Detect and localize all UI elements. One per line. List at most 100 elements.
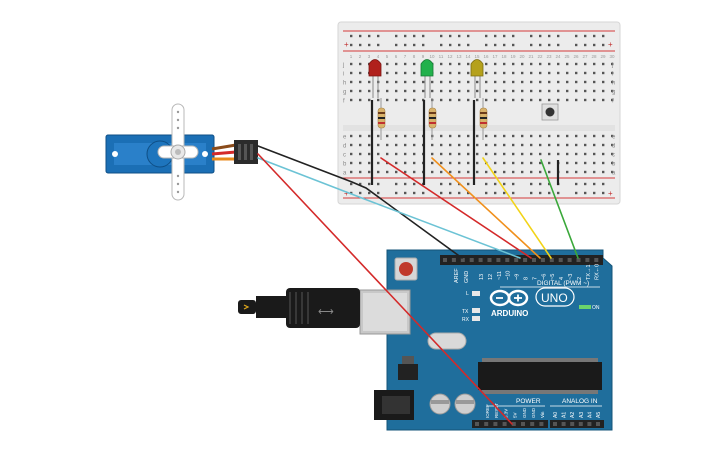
breadboard-hole bbox=[593, 98, 596, 102]
digital-pin[interactable] bbox=[558, 258, 563, 262]
digital-pin[interactable] bbox=[585, 258, 590, 262]
breadboard-hole bbox=[395, 62, 398, 66]
row-letter: j bbox=[611, 63, 613, 69]
resistor-1[interactable] bbox=[377, 98, 386, 140]
breadboard-hole bbox=[458, 161, 461, 165]
breadboard-hole bbox=[404, 80, 407, 84]
breadboard-hole bbox=[440, 98, 443, 102]
breadboard-hole bbox=[548, 152, 551, 156]
breadboard-hole bbox=[593, 152, 596, 156]
row-letter: e bbox=[343, 135, 347, 141]
servo-horn[interactable] bbox=[157, 103, 199, 201]
breadboard-hole bbox=[566, 134, 569, 138]
digital-pin[interactable] bbox=[523, 258, 528, 262]
digital-pin[interactable] bbox=[549, 258, 554, 262]
rail-hole bbox=[404, 34, 407, 38]
reset-button[interactable] bbox=[394, 257, 418, 281]
digital-pin[interactable] bbox=[487, 258, 492, 262]
power-pin[interactable] bbox=[539, 422, 544, 426]
power-header bbox=[472, 420, 548, 428]
breadboard-hole bbox=[575, 170, 578, 174]
power-pin[interactable] bbox=[484, 422, 489, 426]
rail-hole bbox=[602, 43, 605, 47]
breadboard-hole bbox=[584, 71, 587, 75]
breadboard-hole bbox=[593, 170, 596, 174]
digital-pin[interactable] bbox=[540, 258, 545, 262]
breadboard-hole bbox=[467, 134, 470, 138]
wire-green-button bbox=[540, 159, 579, 259]
breadboard-hole bbox=[413, 134, 416, 138]
digital-pin[interactable] bbox=[443, 258, 447, 262]
analog-pin-label: A5 bbox=[596, 412, 602, 418]
rail-hole bbox=[485, 182, 488, 186]
digital-pin[interactable] bbox=[594, 258, 599, 262]
digital-pin[interactable] bbox=[496, 258, 501, 262]
green-led[interactable] bbox=[420, 59, 434, 99]
breadboard-hole bbox=[377, 170, 380, 174]
power-pin[interactable] bbox=[502, 422, 507, 426]
analog-pin[interactable] bbox=[578, 422, 583, 426]
digital-pin[interactable] bbox=[451, 258, 456, 262]
breadboard-hole bbox=[611, 170, 614, 174]
row-letter: a bbox=[343, 171, 347, 177]
resistor-2[interactable] bbox=[428, 98, 437, 140]
digital-pin[interactable] bbox=[469, 258, 474, 262]
breadboard-hole bbox=[449, 152, 452, 156]
analog-pin[interactable] bbox=[587, 422, 592, 426]
digital-pin-label: RX←0 bbox=[595, 264, 601, 280]
red-led[interactable] bbox=[368, 59, 382, 99]
power-pin[interactable] bbox=[493, 422, 498, 426]
digital-pin[interactable] bbox=[532, 258, 536, 262]
uno-badge bbox=[535, 287, 575, 307]
breadboard-hole bbox=[521, 170, 524, 174]
breadboard-hole bbox=[467, 170, 470, 174]
breadboard-hole bbox=[467, 143, 470, 147]
breadboard-hole bbox=[431, 152, 434, 156]
rail-hole bbox=[458, 191, 461, 195]
breadboard-hole bbox=[449, 71, 452, 75]
breadboard-hole bbox=[521, 89, 524, 93]
breadboard-hole bbox=[593, 134, 596, 138]
digital-pin[interactable] bbox=[505, 258, 510, 262]
digital-pin[interactable] bbox=[567, 258, 572, 262]
digital-pin[interactable] bbox=[514, 258, 519, 262]
yellow-led[interactable] bbox=[470, 59, 484, 99]
servo-motor[interactable] bbox=[105, 103, 258, 201]
breadboard-hole bbox=[584, 62, 587, 66]
power-pin[interactable] bbox=[511, 422, 516, 426]
analog-pin[interactable] bbox=[596, 422, 600, 426]
column-number: 23 bbox=[546, 54, 552, 59]
rail-plus-label-bottom-right: + bbox=[608, 189, 613, 198]
breadboard-hole bbox=[575, 152, 578, 156]
breadboard-hole bbox=[530, 62, 533, 66]
rail-hole bbox=[584, 43, 587, 47]
column-number: 27 bbox=[582, 54, 588, 59]
breadboard-hole bbox=[521, 71, 524, 75]
breadboard-hole bbox=[584, 161, 587, 165]
breadboard-hole bbox=[449, 80, 452, 84]
breadboard-hole bbox=[368, 134, 371, 138]
breadboard-hole bbox=[395, 134, 398, 138]
breadboard-hole bbox=[404, 89, 407, 93]
column-number: 13 bbox=[456, 54, 462, 59]
power-pin[interactable] bbox=[530, 422, 535, 426]
usb-cable: ⟷ bbox=[238, 288, 360, 328]
resistor-3[interactable] bbox=[479, 98, 488, 140]
digital-pin[interactable] bbox=[576, 258, 581, 262]
power-pin[interactable] bbox=[475, 422, 479, 426]
analog-pin[interactable] bbox=[553, 422, 557, 426]
analog-pin[interactable] bbox=[561, 422, 566, 426]
analog-pin[interactable] bbox=[570, 422, 575, 426]
column-number: 30 bbox=[609, 54, 615, 59]
rail-hole bbox=[359, 34, 362, 38]
digital-pin[interactable] bbox=[460, 258, 465, 262]
breadboard-hole bbox=[485, 134, 488, 138]
power-pin[interactable] bbox=[521, 422, 525, 426]
breadboard-hole bbox=[575, 71, 578, 75]
breadboard-hole bbox=[521, 152, 524, 156]
digital-pin[interactable] bbox=[478, 258, 483, 262]
breadboard-hole bbox=[557, 80, 560, 84]
pushbutton[interactable] bbox=[541, 103, 559, 121]
